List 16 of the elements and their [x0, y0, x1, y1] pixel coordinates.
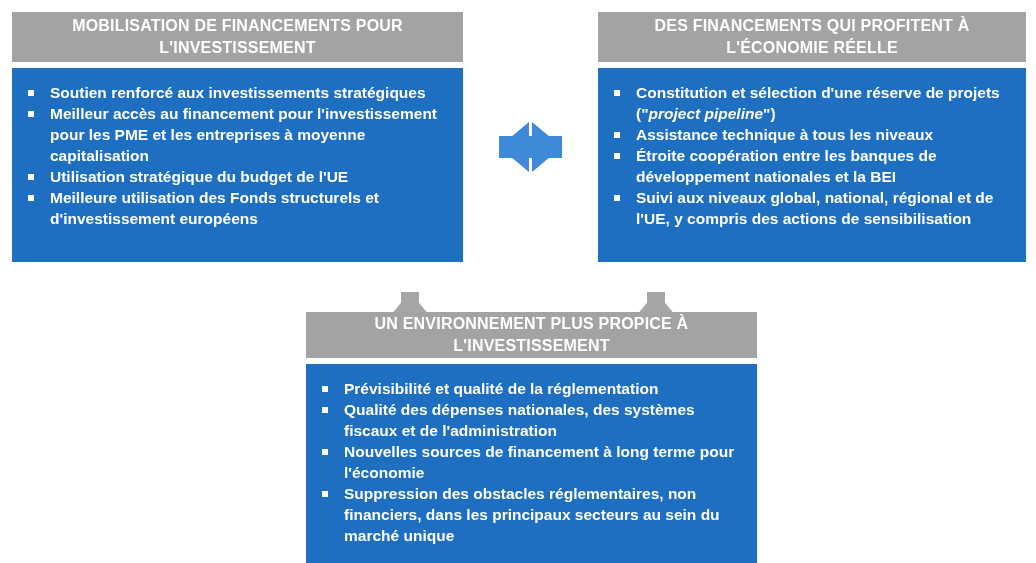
double-arrow: [499, 122, 562, 172]
panel-heading: DES FINANCEMENTS QUI PROFITENT À L'ÉCONOMIE RÉELLE: [598, 12, 1026, 62]
bullet-item: Étroite coopération entre les banques de développement nationales et la BEI: [612, 145, 1016, 187]
bullet-item: Qualité des dépenses nationales, des systèmes fiscaux et de l'administration: [320, 399, 747, 441]
bullet-item: Utilisation stratégique du budget de l'UE: [26, 166, 453, 187]
bullet-item: Prévisibilité et qualité de la réglementation: [320, 378, 747, 399]
bullet-item: Assistance technique à tous les niveaux: [612, 124, 1016, 145]
bullet-item: Suivi aux niveaux global, national, régional et de l'UE, y compris des actions de sensibilisation: [612, 187, 1016, 229]
bullet-item: Constitution et sélection d'une réserve de projets ("project pipeline"): [612, 82, 1016, 124]
bullet-item: Meilleur accès au financement pour l'investissement pour les PME et les entreprises à moyenne capitalisation: [26, 103, 453, 166]
bullet-item: Nouvelles sources de financement à long terme pour l'économie: [320, 441, 747, 483]
panel-heading: MOBILISATION DE FINANCEMENTS POUR L'INVESTISSEMENT: [12, 12, 463, 62]
bullet-item: Soutien renforcé aux investissements stratégiques: [26, 82, 453, 103]
bullet-item: Suppression des obstacles réglementaires, non financiers, dans les principaux secteurs au sein du marché unique: [320, 483, 747, 546]
panel-heading: UN ENVIRONNEMENT PLUS PROPICE À L'INVESTISSEMENT: [306, 312, 757, 358]
bullet-item: Meilleure utilisation des Fonds structurels et d'investissement européens: [26, 187, 453, 229]
